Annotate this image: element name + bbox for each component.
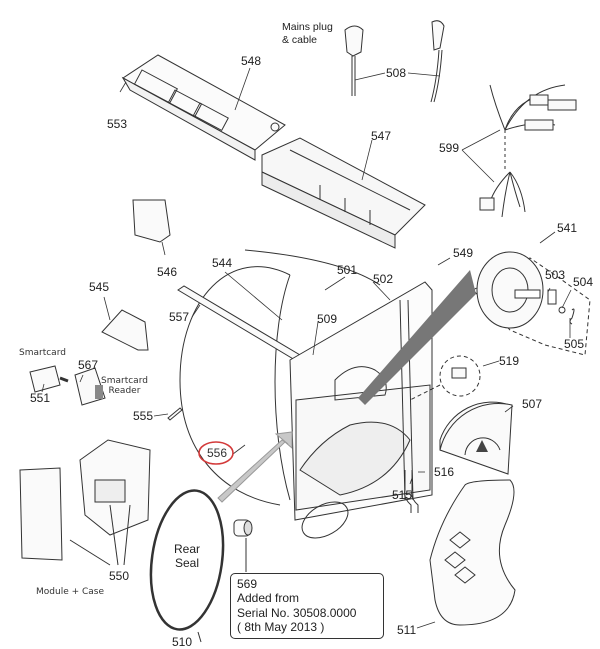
part-label-548[interactable]: 548 <box>241 54 262 68</box>
plugs-508 <box>344 20 445 103</box>
part-label-501[interactable]: 501 <box>337 263 358 277</box>
rear-seal-line-1: Rear <box>174 542 201 556</box>
part-label-519[interactable]: 519 <box>499 354 520 368</box>
part-label-515[interactable]: 515 <box>392 488 413 502</box>
grille-507 <box>439 401 513 475</box>
part-label-556[interactable]: 556 <box>207 446 228 460</box>
part-label-516[interactable]: 516 <box>434 465 455 479</box>
part-label-505[interactable]: 505 <box>564 337 585 351</box>
mains-note-line-1: Mains plug <box>282 21 333 33</box>
mains-plug-note: Mains plug & cable <box>282 21 333 46</box>
rear-seal-510 <box>149 489 225 631</box>
part-label-503[interactable]: 503 <box>545 268 566 282</box>
part-label-551[interactable]: 551 <box>30 391 51 405</box>
assembly-arrow-rear <box>217 431 293 503</box>
callout-line-1: Added from <box>237 591 300 606</box>
mains-note-line-2: & cable <box>282 33 318 46</box>
leader-lines <box>41 67 572 629</box>
part-label-509[interactable]: 509 <box>317 312 338 326</box>
part-label-557[interactable]: 557 <box>169 310 190 324</box>
filter-housing-511 <box>429 479 516 626</box>
smartcard-reader-note: Smartcard Reader <box>101 376 148 397</box>
part-label-550[interactable]: 550 <box>109 569 130 583</box>
reader-note-line-1: Smartcard <box>101 376 148 386</box>
insert-arrow <box>59 376 69 383</box>
part-label-549[interactable]: 549 <box>453 246 474 260</box>
part-label-555[interactable]: 555 <box>133 409 154 423</box>
highlight-circle-556 <box>198 441 234 465</box>
wiring-599 <box>479 84 577 218</box>
module-case-550 <box>19 439 151 566</box>
part-label-508[interactable]: 508 <box>386 66 407 80</box>
part-label-547[interactable]: 547 <box>371 129 392 143</box>
part-label-553[interactable]: 553 <box>107 117 128 131</box>
bush-569 <box>233 519 253 572</box>
hose-515-516 <box>404 470 419 513</box>
part-label-541[interactable]: 541 <box>557 221 578 235</box>
rear-seal-line-2: Seal <box>174 556 200 571</box>
part-label-507[interactable]: 507 <box>522 397 543 411</box>
rear-seal-note: Rear Seal <box>174 542 200 571</box>
control-panel-548 <box>121 54 286 161</box>
smartcard-551 <box>29 365 61 393</box>
smartcard-reader-567 <box>74 367 106 406</box>
drum-501 <box>179 249 381 506</box>
bracket-546 <box>132 199 171 243</box>
part-label-599[interactable]: 599 <box>439 141 460 155</box>
heater-547 <box>261 137 426 249</box>
motor-plate-541 <box>472 251 591 356</box>
callout-line-2: Serial No. 30508.0000 <box>237 605 357 620</box>
reader-note-line-2: Reader <box>108 386 141 397</box>
detail-circle-519 <box>439 355 481 397</box>
part-label-511[interactable]: 511 <box>397 623 417 637</box>
smartcard-note: Smartcard <box>19 348 66 358</box>
part-label-567[interactable]: 567 <box>78 358 99 372</box>
rail-557 <box>177 285 301 361</box>
callout-line-3: ( 8th May 2013 ) <box>237 620 325 635</box>
callout-569: 569 Added from Serial No. 30508.0000 ( 8… <box>230 573 384 639</box>
callout-part-number[interactable]: 569 <box>237 577 258 591</box>
part-label-545[interactable]: 545 <box>89 280 110 294</box>
module-case-note: Module + Case <box>36 587 105 597</box>
part-label-544[interactable]: 544 <box>212 256 233 270</box>
part-label-504[interactable]: 504 <box>573 275 594 289</box>
part-label-502[interactable]: 502 <box>373 272 394 286</box>
part-label-510[interactable]: 510 <box>172 635 193 649</box>
assembly-arrow <box>358 270 476 405</box>
clip-555 <box>167 407 183 421</box>
part-label-546[interactable]: 546 <box>157 265 178 279</box>
bracket-545 <box>101 309 149 351</box>
